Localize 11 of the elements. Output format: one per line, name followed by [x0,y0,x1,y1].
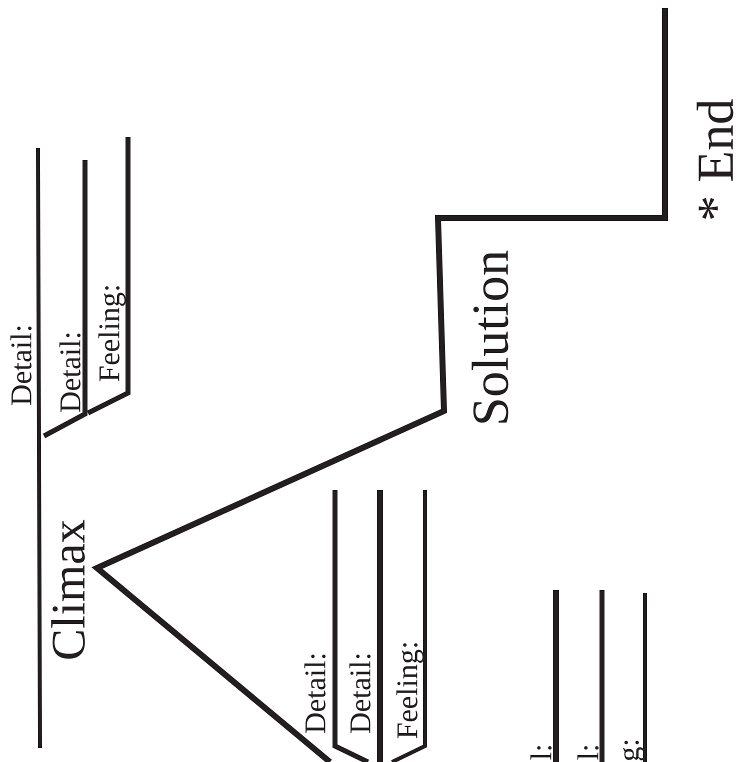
plot-label: Climax [51,520,85,659]
plot-label: Solution [472,250,508,423]
plot-label: Detail: [59,334,81,412]
plot-label: Feeling: [98,286,126,382]
plot-label: Detail: [349,654,371,733]
plot-label: Feeling: [396,643,424,738]
plot-label: l: [530,746,552,760]
plot-label: * End [696,99,734,219]
plot-label: Detail: [10,326,32,405]
plot-label: l: [577,746,599,760]
plot-label: Detail: [304,654,326,733]
